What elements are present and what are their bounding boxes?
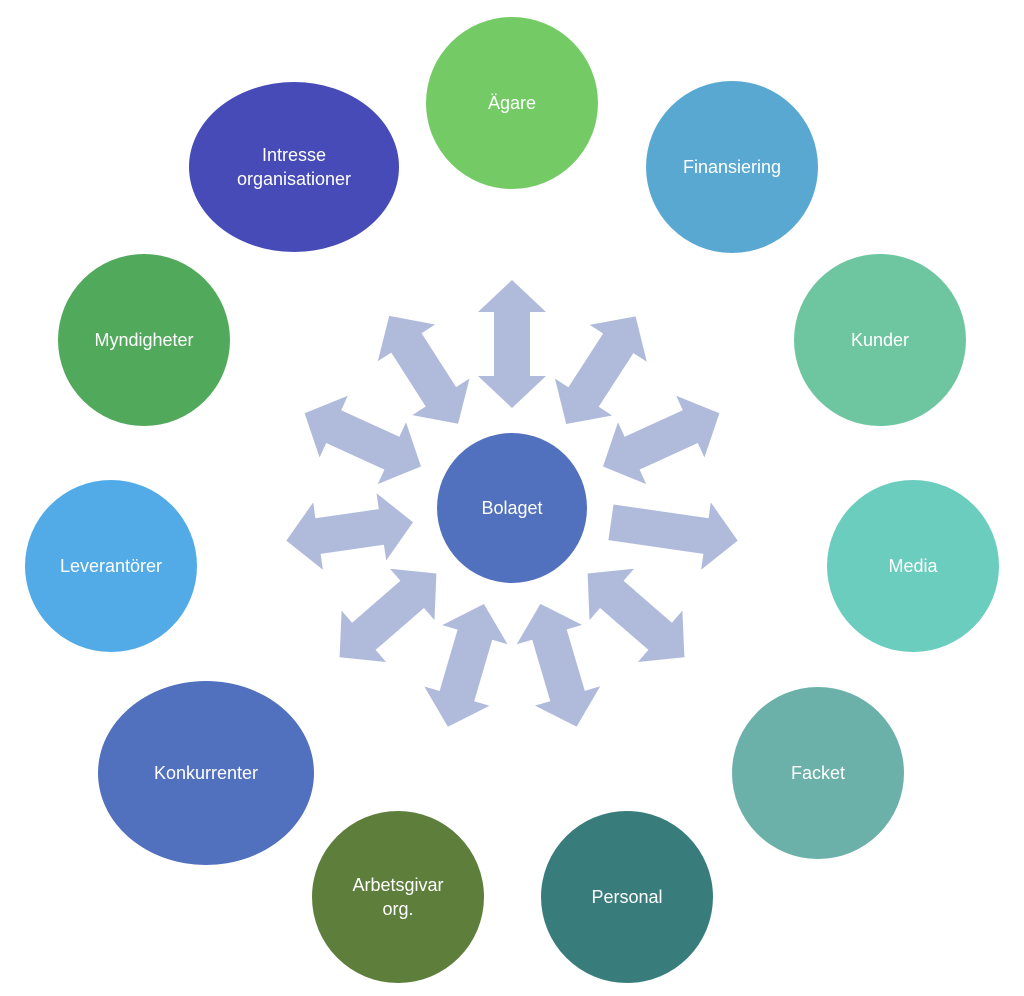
stakeholder-circle-agare [426, 17, 598, 189]
stakeholder-circle-myndigheter [58, 254, 230, 426]
stakeholder-label-facket: Facket [791, 763, 845, 783]
arrows-layer [286, 280, 738, 727]
arrow-leverantorer [286, 493, 413, 570]
stakeholder-node-facket: Facket [732, 687, 904, 859]
arrow-arbetsgivar [424, 604, 508, 727]
stakeholder-node-arbetsgivar: Arbetsgivar org. [312, 811, 484, 983]
stakeholder-circle-leverantorer [25, 480, 197, 652]
stakeholder-circle-facket [732, 687, 904, 859]
stakeholder-circle-finansiering [646, 81, 818, 253]
center-circle [437, 433, 587, 583]
arrow-facket [587, 568, 685, 662]
stakeholder-circle-arbetsgivar [312, 811, 484, 983]
stakeholder-label-media: Media [888, 556, 938, 576]
stakeholder-label-leverantorer: Leverantörer [60, 556, 162, 576]
stakeholder-node-kunder: Kunder [794, 254, 966, 426]
stakeholder-node-personal: Personal [541, 811, 713, 983]
stakeholder-circle-kunder [794, 254, 966, 426]
nodes-layer: ÄgareFinansieringKunderMediaFacketPerson… [25, 17, 999, 983]
stakeholder-node-leverantorer: Leverantörer [25, 480, 197, 652]
stakeholder-label-agare: Ägare [488, 93, 536, 113]
arrow-finansiering [555, 316, 647, 424]
stakeholder-circle-media [827, 480, 999, 652]
arrow-media [608, 502, 738, 570]
arrow-intresse [377, 315, 470, 424]
stakeholder-label-intresse: Intresse [262, 145, 326, 165]
stakeholder-label-konkurrenter: Konkurrenter [154, 763, 258, 783]
arrow-myndigheter [304, 395, 421, 485]
stakeholder-node-finansiering: Finansiering [646, 81, 818, 253]
stakeholder-label-arbetsgivar: Arbetsgivar [352, 875, 443, 895]
stakeholder-label-intresse: organisationer [237, 169, 351, 189]
arrow-kunder [603, 395, 720, 485]
stakeholder-node-konkurrenter: Konkurrenter [98, 681, 314, 865]
arrow-konkurrenter [339, 568, 437, 662]
stakeholder-circle-konkurrenter [98, 681, 314, 865]
stakeholder-label-kunder: Kunder [851, 330, 909, 350]
stakeholder-label-arbetsgivar: org. [382, 899, 413, 919]
stakeholder-node-media: Media [827, 480, 999, 652]
stakeholder-circle-personal [541, 811, 713, 983]
arrow-personal [516, 603, 601, 727]
stakeholder-node-agare: Ägare [426, 17, 598, 189]
center-label: Bolaget [481, 498, 542, 518]
stakeholder-circle-intresse [189, 82, 399, 252]
stakeholder-label-personal: Personal [591, 887, 662, 907]
stakeholder-node-myndigheter: Myndigheter [58, 254, 230, 426]
center-node: Bolaget [437, 433, 587, 583]
stakeholder-label-finansiering: Finansiering [683, 157, 781, 177]
stakeholder-node-intresse: Intresse organisationer [189, 82, 399, 252]
arrow-agare [478, 280, 546, 408]
stakeholder-label-myndigheter: Myndigheter [94, 330, 193, 350]
